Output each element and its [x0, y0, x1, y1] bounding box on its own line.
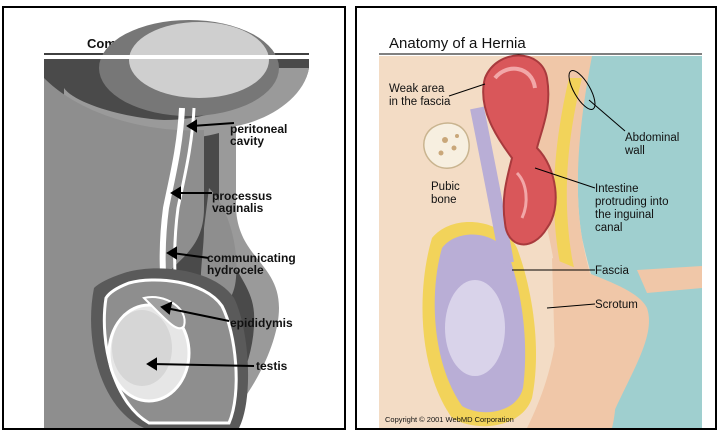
label-hydrocele: hydrocele	[207, 263, 264, 277]
label-cavity: cavity	[230, 134, 264, 148]
label-weak-area-2: in the fascia	[389, 96, 451, 108]
label-intestine-2: protruding into	[595, 196, 669, 208]
pubic-bone	[424, 123, 469, 168]
hernia-diagram: Anatomy of a Hernia	[357, 8, 717, 430]
top-margin	[44, 55, 309, 59]
label-scrotum: Scrotum	[595, 299, 638, 311]
label-pubic-1: Pubic	[431, 181, 460, 193]
label-fascia: Fascia	[595, 265, 629, 277]
hernia-panel: Anatomy of a Hernia	[355, 6, 717, 430]
copyright-text: Copyright © 2001 WebMD Corporation	[385, 415, 514, 424]
label-pubic-2: bone	[431, 194, 457, 206]
label-testis: testis	[256, 359, 288, 373]
hernia-title: Anatomy of a Hernia	[389, 35, 526, 52]
testis-shading	[112, 310, 172, 386]
hydrocele-diagram: Communicating Hydrocele	[4, 8, 346, 430]
label-intestine-3: the inguinal	[595, 209, 654, 221]
label-weak-area-1: Weak area	[389, 83, 445, 95]
organ-inner	[129, 22, 269, 98]
label-intestine-4: canal	[595, 222, 623, 234]
hydrocele-panel: Communicating Hydrocele	[2, 6, 346, 430]
label-vaginalis: vaginalis	[212, 201, 264, 215]
label-epididymis: epididymis	[230, 316, 293, 330]
label-abdominal: Abdominal	[625, 132, 679, 144]
testis-right	[445, 280, 505, 376]
label-intestine-1: Intestine	[595, 183, 638, 195]
label-wall: wall	[624, 145, 645, 157]
